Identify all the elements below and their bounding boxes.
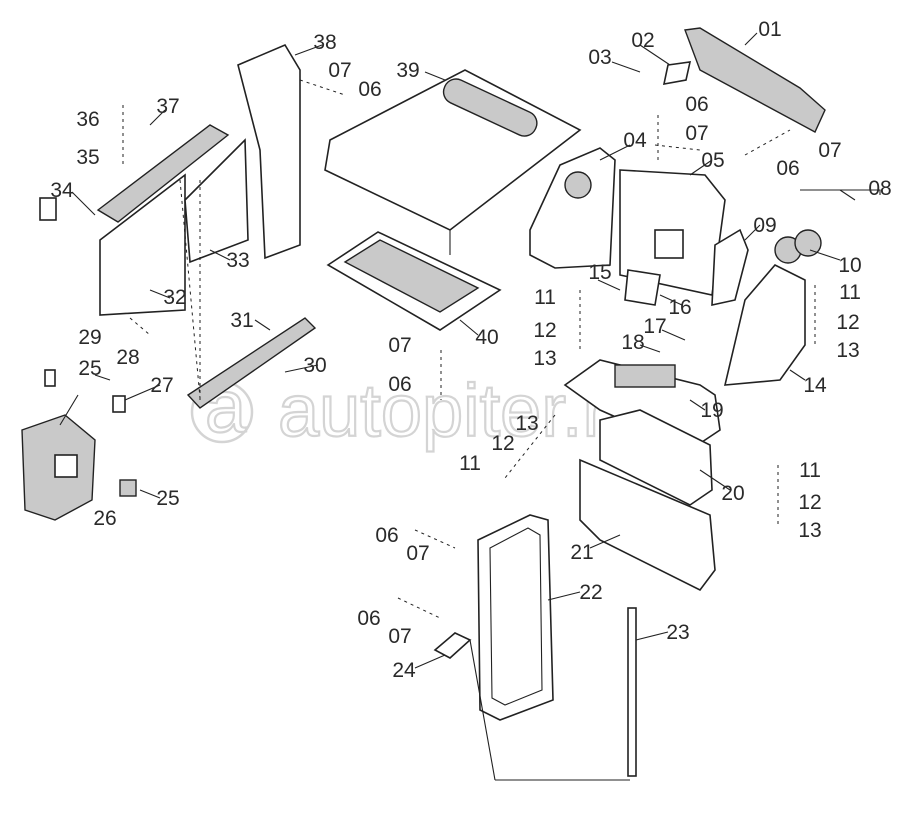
part-label-11: 11	[534, 286, 556, 309]
part-label-11: 11	[459, 452, 481, 475]
part-label-13: 13	[836, 339, 859, 362]
part-label-13: 13	[515, 412, 538, 435]
part-23	[627, 607, 637, 777]
part-32	[99, 173, 186, 316]
part-label-25: 25	[78, 357, 101, 380]
part-label-11: 11	[839, 281, 861, 304]
part-label-03: 03	[588, 46, 611, 69]
part-label-39: 39	[396, 59, 419, 82]
part-label-06: 06	[358, 78, 381, 101]
part-label-07: 07	[328, 59, 351, 82]
part-label-06: 06	[388, 373, 411, 396]
part-01	[684, 27, 826, 133]
part-31	[186, 317, 317, 409]
part-labels: 0102030405060706070809101112131415161718…	[50, 18, 891, 682]
part-label-07: 07	[406, 542, 429, 565]
part-label-15: 15	[588, 261, 611, 284]
part-label-23: 23	[666, 621, 689, 644]
part-label-12: 12	[836, 311, 859, 334]
part-38	[237, 43, 301, 260]
part-label-06: 06	[357, 607, 380, 630]
part-02	[662, 61, 692, 86]
part-label-22: 22	[579, 581, 602, 604]
part-label-36: 36	[76, 108, 99, 131]
part-25b	[119, 479, 137, 497]
part-label-21: 21	[570, 541, 593, 564]
part-label-14: 14	[803, 374, 827, 397]
part-label-06: 06	[776, 157, 799, 180]
part-label-32: 32	[163, 286, 186, 309]
part-label-13: 13	[798, 519, 821, 542]
part-label-11: 11	[799, 459, 821, 482]
part-label-02: 02	[631, 29, 654, 52]
part-label-07: 07	[685, 122, 708, 145]
part-25a	[44, 369, 56, 387]
part-label-33: 33	[226, 249, 249, 272]
part-label-12: 12	[491, 432, 514, 455]
part-label-04: 04	[623, 129, 647, 152]
part-label-31: 31	[230, 309, 253, 332]
part-label-16: 16	[668, 296, 691, 319]
part-21	[579, 458, 716, 592]
part-37	[96, 124, 230, 223]
part-label-25: 25	[156, 487, 179, 510]
part-label-24: 24	[392, 659, 416, 682]
part-27	[112, 395, 126, 413]
part-label-05: 05	[701, 149, 724, 172]
part-label-18: 18	[621, 331, 644, 354]
part-label-08: 08	[868, 177, 891, 200]
part-label-28: 28	[116, 346, 139, 369]
part-label-29: 29	[78, 326, 101, 349]
part-label-12: 12	[533, 319, 556, 342]
part-label-26: 26	[93, 507, 116, 530]
part-label-10: 10	[838, 254, 861, 277]
part-label-27: 27	[150, 374, 173, 397]
part-label-12: 12	[798, 491, 821, 514]
part-14	[723, 264, 806, 386]
part-label-07: 07	[388, 625, 411, 648]
part-label-07: 07	[388, 334, 411, 357]
part-label-09: 09	[753, 214, 776, 237]
part-label-06: 06	[685, 93, 708, 116]
part-16	[624, 269, 661, 306]
part-09	[711, 228, 749, 307]
part-label-06: 06	[375, 524, 398, 547]
part-label-19: 19	[700, 399, 723, 422]
part-label-17: 17	[643, 315, 666, 338]
part-34	[39, 197, 57, 221]
part-label-07: 07	[818, 139, 841, 162]
part-24	[433, 632, 472, 659]
part-33	[184, 138, 249, 264]
part-label-34: 34	[50, 179, 74, 202]
part-label-30: 30	[303, 354, 326, 377]
part-label-38: 38	[313, 31, 336, 54]
part-04	[529, 147, 616, 269]
part-label-37: 37	[156, 95, 179, 118]
parts	[21, 27, 881, 781]
part-label-01: 01	[758, 18, 781, 41]
part-label-35: 35	[76, 146, 99, 169]
part-20	[599, 409, 713, 506]
part-label-20: 20	[721, 482, 744, 505]
part-22	[477, 514, 554, 721]
part-label-40: 40	[475, 326, 498, 349]
part-label-13: 13	[533, 347, 556, 370]
